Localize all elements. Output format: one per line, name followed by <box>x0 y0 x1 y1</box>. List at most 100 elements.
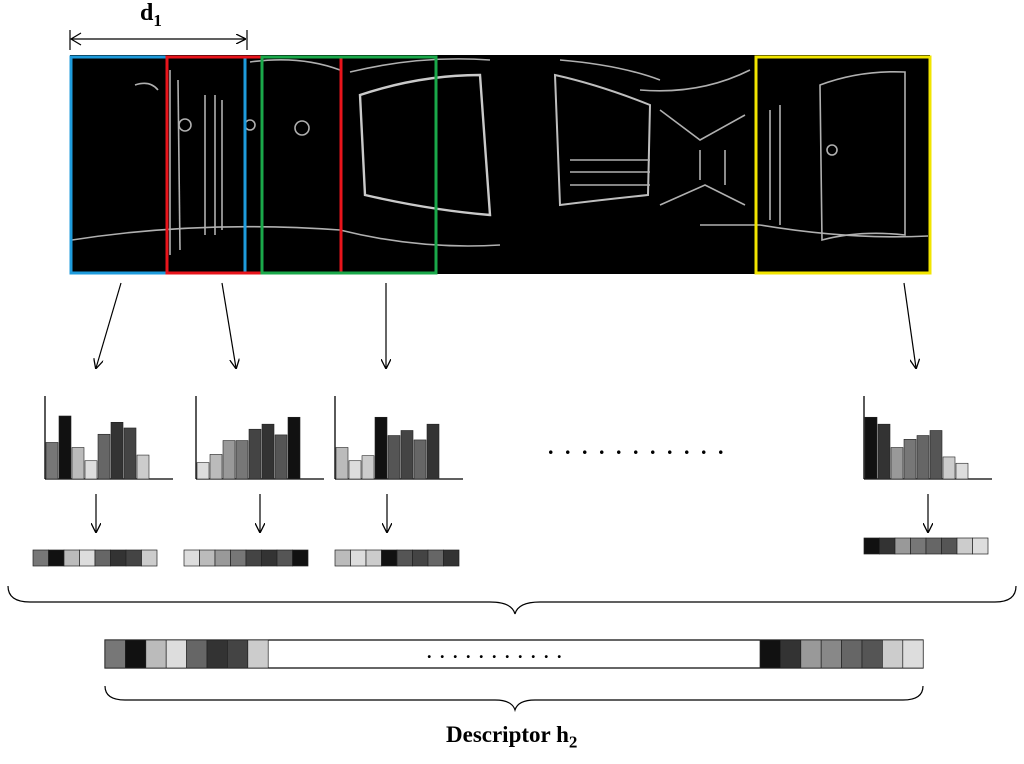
histogram-bar <box>916 435 930 480</box>
histogram-bar <box>248 428 262 480</box>
window-3-box <box>260 55 438 275</box>
histogram-bar <box>287 416 301 480</box>
bin-cell <box>32 549 49 567</box>
bin-cell <box>350 549 367 567</box>
bin-cell <box>63 549 80 567</box>
descriptor-cell <box>247 639 269 669</box>
arrow-window-4 <box>903 282 916 368</box>
descriptor-cell <box>861 639 883 669</box>
brace-bottom <box>104 685 924 713</box>
histogram-bar <box>890 447 904 480</box>
bin-cell <box>365 549 382 567</box>
histogram-bar <box>84 460 98 480</box>
histogram-bar <box>387 435 401 480</box>
histogram-bar <box>110 421 124 480</box>
descriptor-cell <box>165 639 187 669</box>
histogram-bar <box>97 433 111 480</box>
bin-cell <box>427 549 444 567</box>
histogram-bar <box>71 447 85 480</box>
bin-cell <box>214 549 231 567</box>
bin-cell <box>79 549 96 567</box>
brace-top <box>7 585 1017 615</box>
panorama-image <box>70 55 930 274</box>
descriptor-cell <box>227 639 249 669</box>
descriptor-cell <box>186 639 208 669</box>
histogram-bar <box>123 427 137 480</box>
histogram-bar <box>45 442 59 480</box>
d1-dimension <box>69 30 248 50</box>
descriptor-caption: Descriptor h2 <box>446 722 578 752</box>
bin-cell <box>141 549 158 567</box>
bin-strip-1 <box>32 549 158 567</box>
bin-cell <box>396 549 413 567</box>
bin-cell <box>199 549 216 567</box>
histogram-bar <box>877 423 891 480</box>
histogram-bar <box>929 430 943 480</box>
descriptor-cell <box>125 639 147 669</box>
histogram-bar <box>348 460 362 480</box>
bin-cell <box>245 549 262 567</box>
histogram-bar <box>361 455 375 480</box>
bin-cell <box>381 549 398 567</box>
histogram-bar <box>335 447 349 480</box>
descriptor-bar <box>104 639 924 669</box>
histogram-bar <box>955 462 969 480</box>
window-1-box <box>69 55 247 275</box>
histogram-bar <box>58 415 72 480</box>
bin-cell <box>443 549 460 567</box>
bin-cell <box>183 549 200 567</box>
bin-cell <box>941 537 958 555</box>
bin-cell <box>412 549 429 567</box>
histogram-bar <box>864 416 878 480</box>
bin-cell <box>125 549 142 567</box>
histogram-bar <box>413 439 427 480</box>
bin-cell <box>230 549 247 567</box>
descriptor-cell <box>104 639 126 669</box>
descriptor-cell <box>206 639 228 669</box>
bin-cell <box>910 537 927 555</box>
bin-cell <box>863 537 880 555</box>
bin-cell <box>276 549 293 567</box>
window-2-box <box>165 55 343 275</box>
descriptor-cell <box>882 639 904 669</box>
bin-cell <box>972 537 989 555</box>
window-4-box <box>754 55 932 275</box>
histogram-bar <box>903 439 917 480</box>
histogram-bar <box>426 423 440 480</box>
bin-cell <box>110 549 127 567</box>
histogram-bar <box>374 416 388 480</box>
ellipsis-bar: . . . . . . . . . . . <box>427 642 564 662</box>
descriptor-cell <box>841 639 863 669</box>
histogram-bar <box>400 430 414 480</box>
ellipsis-middle: . . . . . . . . . . . <box>548 434 727 459</box>
bin-cell <box>925 537 942 555</box>
d1-label: d1 <box>140 0 162 30</box>
bin-cell <box>879 537 896 555</box>
bin-cell <box>334 549 351 567</box>
histogram-3 <box>334 396 463 480</box>
histogram-bar <box>222 440 236 480</box>
histogram-bar <box>209 454 223 480</box>
histogram-bar <box>136 454 150 480</box>
bin-cell <box>261 549 278 567</box>
descriptor-cell <box>145 639 167 669</box>
descriptor-cell <box>800 639 822 669</box>
histogram-bar <box>261 423 275 480</box>
histogram-bar <box>942 456 956 480</box>
bin-strip-2 <box>183 549 309 567</box>
bin-cell <box>292 549 309 567</box>
arrow-window-1 <box>96 282 122 368</box>
histogram-bar <box>274 434 288 480</box>
bin-cell <box>48 549 65 567</box>
histogram-1 <box>44 396 173 480</box>
histogram-bar <box>196 462 210 480</box>
histogram-2 <box>195 396 324 480</box>
bin-strip-4 <box>863 537 989 555</box>
bin-cell <box>94 549 111 567</box>
bin-cell <box>894 537 911 555</box>
histogram-4 <box>863 396 992 480</box>
descriptor-cell <box>902 639 924 669</box>
arrow-window-2 <box>221 282 236 368</box>
descriptor-cell <box>820 639 842 669</box>
